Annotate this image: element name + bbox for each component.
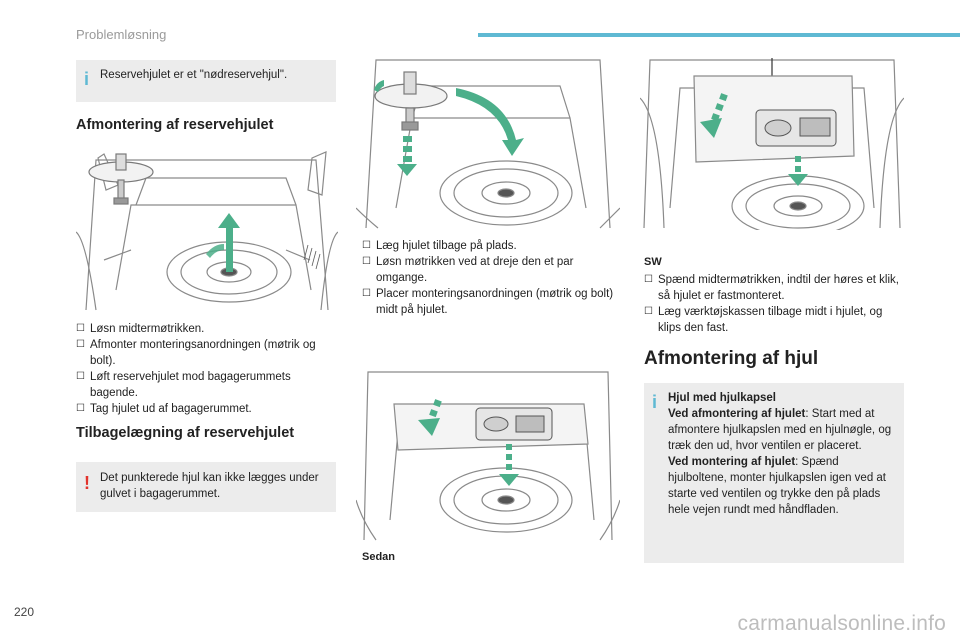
hubcap-fit-paragraph: Ved montering af hjulet: Spænd hjulbolte…: [668, 454, 894, 518]
watermark: carmanualsonline.info: [737, 612, 946, 635]
hubcap-fit-label: Ved montering af hjulet: [668, 456, 796, 468]
list-item-text: Løsn midtermøtrikken.: [90, 323, 205, 335]
check-box-icon: ☐: [362, 256, 371, 267]
figure-sw-toolbox: [640, 58, 904, 230]
list-item-text: Løsn møtrikken ved at dreje den et par o…: [376, 256, 574, 284]
sw-caption: SW: [644, 256, 662, 268]
hubcap-fit-text: : Spænd hjulboltene, monter hjulkapslen …: [668, 456, 887, 516]
check-box-icon: ☐: [362, 288, 371, 299]
figure-sedan-toolbox: [356, 370, 620, 542]
list-item: ☐ Placer monteringsanordningen (møtrik og…: [362, 286, 624, 318]
check-box-icon: ☐: [76, 339, 85, 350]
info-icon: i: [652, 392, 658, 412]
info-note: i Reservehjulet er et "nødreservehjul".: [76, 60, 336, 102]
list-item: ☐ Læg hjulet tilbage på plads.: [362, 238, 624, 254]
hubcap-note-title: Hjul med hjulkapsel: [668, 392, 776, 404]
hubcap-remove-paragraph: Ved afmontering af hjulet: Start med at …: [668, 406, 894, 454]
sw-steps-list: ☐ Spænd midtermøtrikken, indtil der høres…: [644, 272, 906, 336]
list-item: ☐ Løsn møtrikken ved at dreje den et par …: [362, 254, 624, 286]
list-item: ☐ Løft reservehjulet mod bagagerummets ba…: [76, 369, 336, 401]
warning-note-text: Det punkterede hjul kan ikke lægges unde…: [100, 472, 319, 500]
check-box-icon: ☐: [644, 274, 653, 285]
sedan-caption: Sedan: [362, 551, 396, 563]
list-item: ☐ Tag hjulet ud af bagagerummet.: [76, 401, 336, 417]
heading-wheel-removal: Afmontering af hjul: [644, 348, 819, 369]
hubcap-note-body: Hjul med hjulkapsel Ved afmontering af h…: [668, 390, 894, 518]
list-item-text: Læg hjulet tilbage på plads.: [376, 240, 517, 252]
figure-refit-spare: [356, 58, 620, 230]
list-item-text: Løft reservehjulet mod bagagerummets bag…: [90, 371, 291, 399]
check-box-icon: ☐: [644, 306, 653, 317]
list-item-text: Placer monteringsanordningen (møtrik og …: [376, 288, 614, 316]
remove-steps-list: ☐ Løsn midtermøtrikken. ☐ Afmonter monteri…: [76, 321, 336, 417]
heading-remove-spare: Afmontering af reservehjulet: [76, 117, 274, 133]
list-item-text: Afmonter monteringsanordningen (møtrik o…: [90, 339, 316, 367]
hubcap-note: i Hjul med hjulkapsel Ved afmontering af…: [644, 383, 904, 563]
check-box-icon: ☐: [76, 323, 85, 334]
check-box-icon: ☐: [76, 371, 85, 382]
list-item: ☐ Spænd midtermøtrikken, indtil der høres…: [644, 272, 906, 304]
figure-remove-spare: [76, 140, 338, 315]
refit-steps-list: ☐ Læg hjulet tilbage på plads. ☐ Løsn møtr…: [362, 238, 624, 318]
list-item: ☐ Afmonter monteringsanordningen (møtrik …: [76, 337, 336, 369]
hubcap-remove-label: Ved afmontering af hjulet: [668, 408, 806, 420]
page-number: 220: [14, 605, 35, 619]
info-icon: i: [84, 69, 90, 89]
list-item-text: Spænd midtermøtrikken, indtil der høres …: [658, 274, 899, 302]
check-box-icon: ☐: [76, 403, 85, 414]
list-item: ☐ Læg værktøjskassen tilbage midt i hjule…: [644, 304, 906, 336]
warning-icon: !: [84, 473, 90, 493]
section-title: Problemløsning: [76, 27, 167, 42]
list-item-text: Læg værktøjskassen tilbage midt i hjulet…: [658, 306, 883, 334]
warning-note: ! Det punkterede hjul kan ikke lægges un…: [76, 462, 336, 512]
list-item-text: Tag hjulet ud af bagagerummet.: [90, 403, 252, 415]
hubcap-remove-text: : Start med at afmontere hjulkapslen med…: [668, 408, 892, 452]
heading-refit-spare: Tilbagelægning af reservehjulet: [76, 425, 295, 441]
check-box-icon: ☐: [362, 240, 371, 251]
list-item: ☐ Løsn midtermøtrikken.: [76, 321, 336, 337]
info-note-text: Reservehjulet er et "nødreservehjul".: [100, 69, 288, 81]
header-bar: [478, 33, 960, 37]
